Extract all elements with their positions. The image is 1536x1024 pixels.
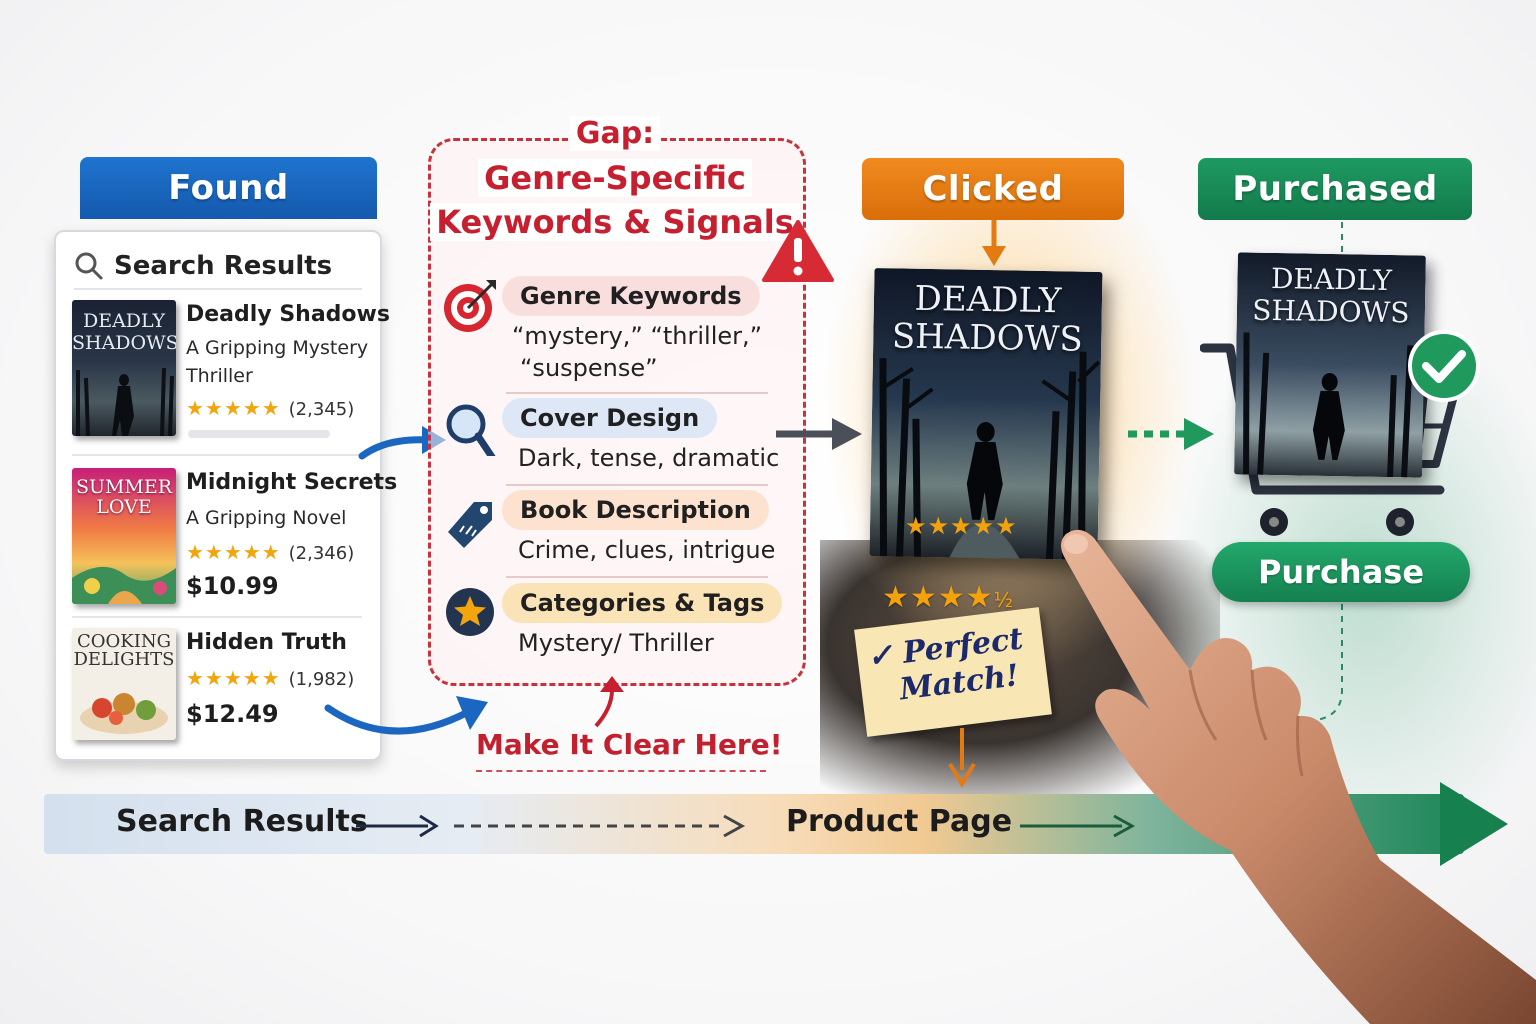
result-subtitle: A Gripping Novel [186, 507, 347, 529]
signal-text: Dark, tense, dramatic [518, 444, 780, 472]
signal-label-categories-tags: Categories & Tags [502, 583, 783, 623]
purchase-connector [1315, 222, 1343, 721]
result-title[interactable]: Deadly Shadows [186, 302, 390, 327]
gap-title-line: Gap: [569, 116, 661, 151]
result-price: $10.99 [186, 572, 279, 600]
signal-text: Mystery/ Thriller [518, 629, 714, 657]
cover-title-line: DELIGHTS [73, 649, 175, 670]
cover-food [80, 693, 168, 734]
callout-arrow [594, 676, 624, 728]
star-rating: ★★★★★ [186, 540, 281, 564]
signal-label-cover-design: Cover Design [502, 398, 718, 438]
stage-clicked-label: Clicked [862, 158, 1124, 220]
placeholder-bar [188, 430, 330, 438]
rating-stars: ★★★★ [882, 580, 994, 615]
book-cover-thumb: DEADLY SHADOWS [72, 300, 176, 436]
star-badge-icon [446, 588, 494, 636]
product-book-cover[interactable]: DEADLY SHADOWS [869, 268, 1103, 560]
star-rating: ★★★★★ [186, 666, 281, 690]
purchase-button[interactable]: Purchase [1212, 542, 1470, 602]
make-it-clear-callout: Make It Clear Here! [476, 728, 783, 761]
product-star-rating: ★★★★½ [882, 580, 1014, 615]
search-icon [75, 252, 103, 280]
stage-purchased-label: Purchased [1198, 158, 1472, 220]
search-header: Search Results [74, 244, 362, 290]
search-header-title: Search Results [114, 251, 333, 281]
cover-title-line: SHADOWS [1252, 293, 1410, 330]
review-count: (2,345) [288, 399, 355, 420]
perfect-match-note: ✓ Perfect Match! [854, 607, 1052, 737]
cover-title-line: LOVE [96, 496, 152, 518]
cover-title-line: SHADOWS [891, 316, 1084, 360]
result-title[interactable]: Hidden Truth [186, 630, 347, 655]
cover-title-line: DEADLY [82, 310, 165, 332]
flow-arrow-green [1020, 814, 1136, 838]
cart-book-cover: DEADLY SHADOWS [1234, 252, 1426, 478]
gap-title-line: Keywords & Signals [430, 203, 800, 241]
book-cover-thumb: SUMMER LOVE [72, 468, 176, 604]
arrow-down-to-flow [948, 728, 976, 788]
magnifier-icon [446, 404, 496, 456]
gap-title: Gap: Genre-Specific Keywords & Signals [430, 112, 800, 244]
signal-text: “mystery,” “thriller,” [512, 322, 763, 350]
result-title[interactable]: Midnight Secrets [186, 470, 398, 495]
search-result-deadly-shadows[interactable]: DEADLY SHADOWS Deadly Shadows A Gripping… [72, 300, 390, 440]
flow-step-search-results: Search Results [116, 804, 368, 839]
cover-landscape [72, 566, 176, 604]
cover-title-line: SUMMER [75, 476, 173, 498]
signal-text: Crime, clues, intrigue [518, 536, 776, 564]
signal-divider [506, 392, 768, 394]
star-rating: ★★★★★ [186, 396, 281, 420]
warning-icon [762, 220, 834, 282]
cover-title-line: SHADOWS [72, 332, 176, 354]
review-count: (2,346) [288, 543, 355, 564]
cover-artwork [1234, 252, 1426, 478]
callout-underline [476, 770, 766, 774]
result-subtitle: Thriller [186, 365, 253, 387]
result-rating: ★★★★★ (1,982) [186, 666, 354, 690]
review-count: (1,982) [288, 669, 355, 690]
result-divider [72, 454, 362, 456]
result-price: $12.49 [186, 700, 279, 728]
arrow-down-to-cover [982, 220, 1006, 266]
target-icon [444, 280, 496, 332]
gap-title-line: Genre-Specific [478, 159, 752, 197]
arrow-to-product [776, 418, 862, 450]
signal-label-genre-keywords: Genre Keywords [502, 276, 760, 316]
cover-star-rating: ★★★★★ [905, 512, 1018, 540]
signal-divider [506, 484, 768, 486]
cover-title-line: COOKING [77, 631, 171, 652]
pointing-hand-illustration [1061, 529, 1536, 1024]
cover-silhouette [76, 367, 174, 436]
flow-bar-arrowhead [1440, 782, 1508, 866]
cover-artwork [869, 268, 1103, 560]
search-result-midnight-secrets[interactable]: SUMMER LOVE Midnight Secrets A Gripping … [72, 468, 397, 608]
book-cover-thumb: COOKING DELIGHTS [72, 628, 176, 740]
search-results-panel: Search Results DEADLY SHADOWS Deadly Sha… [54, 230, 397, 761]
rating-fraction: ½ [993, 588, 1014, 612]
signal-label-book-description: Book Description [502, 490, 769, 530]
cover-title-line: DEADLY [914, 278, 1062, 322]
result-rating: ★★★★★ (2,345) [186, 396, 354, 420]
arrow-to-cart [1128, 418, 1214, 450]
stage-found-label: Found [80, 157, 377, 219]
search-result-hidden-truth[interactable]: COOKING DELIGHTS Hidden Truth ★★★★★ (1,98… [72, 628, 372, 748]
flow-step-product-page: Product Page [786, 804, 1013, 839]
flow-arrows [356, 814, 746, 838]
arrow-to-gap-lower [324, 696, 488, 735]
result-subtitle: A Gripping Mystery [186, 337, 369, 359]
result-rating: ★★★★★ (2,346) [186, 540, 354, 564]
result-divider [72, 616, 362, 618]
cover-title-line: DEADLY [1270, 261, 1393, 298]
signal-divider [506, 576, 768, 578]
signal-text: “suspense” [520, 354, 658, 382]
tag-icon [448, 502, 492, 548]
checkmark-badge-icon [1408, 330, 1480, 402]
